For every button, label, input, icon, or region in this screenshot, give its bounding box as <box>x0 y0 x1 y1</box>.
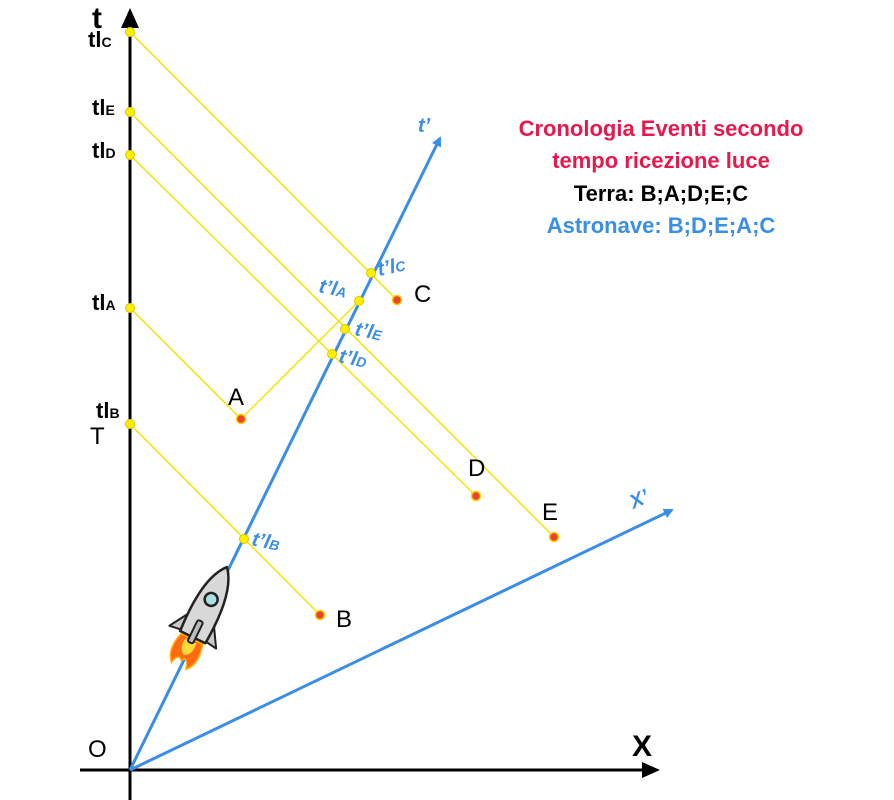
prime-tick-e: t’lE <box>353 318 385 345</box>
event-point-a <box>235 413 247 425</box>
point-tprime-c <box>366 268 376 278</box>
tick-d: tlD <box>92 138 116 163</box>
tprime-axis <box>128 136 442 771</box>
event-label-e: E <box>542 499 558 526</box>
event-label-d: D <box>468 455 485 482</box>
point-tl-b <box>125 419 135 429</box>
point-tl-c <box>125 27 135 37</box>
tick-b: tlB <box>96 398 120 423</box>
legend: Cronologia Eventi secondo tempo ricezion… <box>519 116 804 238</box>
point-tprime-b <box>239 534 249 544</box>
event-label-c: C <box>414 281 431 308</box>
event-label-a: A <box>228 384 244 411</box>
point-tl-e <box>125 107 135 117</box>
rocket-icon <box>168 565 230 671</box>
t-axis-arrowhead <box>121 8 139 28</box>
prime-tick-a: t’lA <box>317 275 349 302</box>
t-axis-ticks: tlC tlE tlD tlA tlB <box>88 27 120 423</box>
legend-earth: Terra: B;A;D;E;C <box>574 181 748 206</box>
prime-tick-d: t’lD <box>337 345 369 372</box>
point-tprime-e <box>340 324 350 334</box>
rocket-nozzle <box>187 619 204 645</box>
legend-title-line2: tempo ricezione luce <box>552 148 770 173</box>
light-ray-e-earth <box>129 111 555 538</box>
tick-c: tlC <box>88 27 112 52</box>
light-ray-d-earth <box>129 154 477 497</box>
point-tl-d <box>125 150 135 160</box>
event-point-d <box>470 490 482 502</box>
point-tprime-a <box>354 296 364 306</box>
legend-ship: Astronave: B;D;E;A;C <box>547 213 776 238</box>
xprime-axis <box>129 508 674 772</box>
tprime-axis-ticks: t’lC t’lA t’lE t’lD t’lB <box>250 253 408 555</box>
light-rays <box>129 31 555 616</box>
point-tprime-d <box>327 349 337 359</box>
origin-label: O <box>88 736 107 763</box>
prime-tick-b: t’lB <box>250 528 282 555</box>
reception-points <box>125 27 376 544</box>
event-points <box>235 294 560 621</box>
x-axis-label: X <box>632 730 652 763</box>
moving-axes <box>128 136 674 772</box>
light-ray-c-earth <box>129 31 398 301</box>
prime-tick-c: t’lC <box>375 253 408 281</box>
tprime-axis-label: t’ <box>418 115 431 137</box>
light-ray-a-ship <box>240 300 360 420</box>
t-marker-label: T <box>90 423 105 450</box>
tick-a: tlA <box>92 290 116 315</box>
tick-e: tlE <box>92 95 115 120</box>
rocket-window <box>203 591 219 608</box>
event-point-e <box>548 531 560 543</box>
point-tl-a <box>125 303 135 313</box>
light-ray-a-earth <box>129 307 242 420</box>
light-ray-b-earth <box>129 423 321 616</box>
event-point-b <box>314 609 326 621</box>
xprime-axis-label: X’ <box>625 486 653 515</box>
event-label-b: B <box>336 606 352 633</box>
t-axis-label: t <box>92 2 102 35</box>
x-axis-arrowhead <box>642 762 660 778</box>
event-point-c <box>391 294 403 306</box>
legend-title-line1: Cronologia Eventi secondo <box>519 116 804 141</box>
